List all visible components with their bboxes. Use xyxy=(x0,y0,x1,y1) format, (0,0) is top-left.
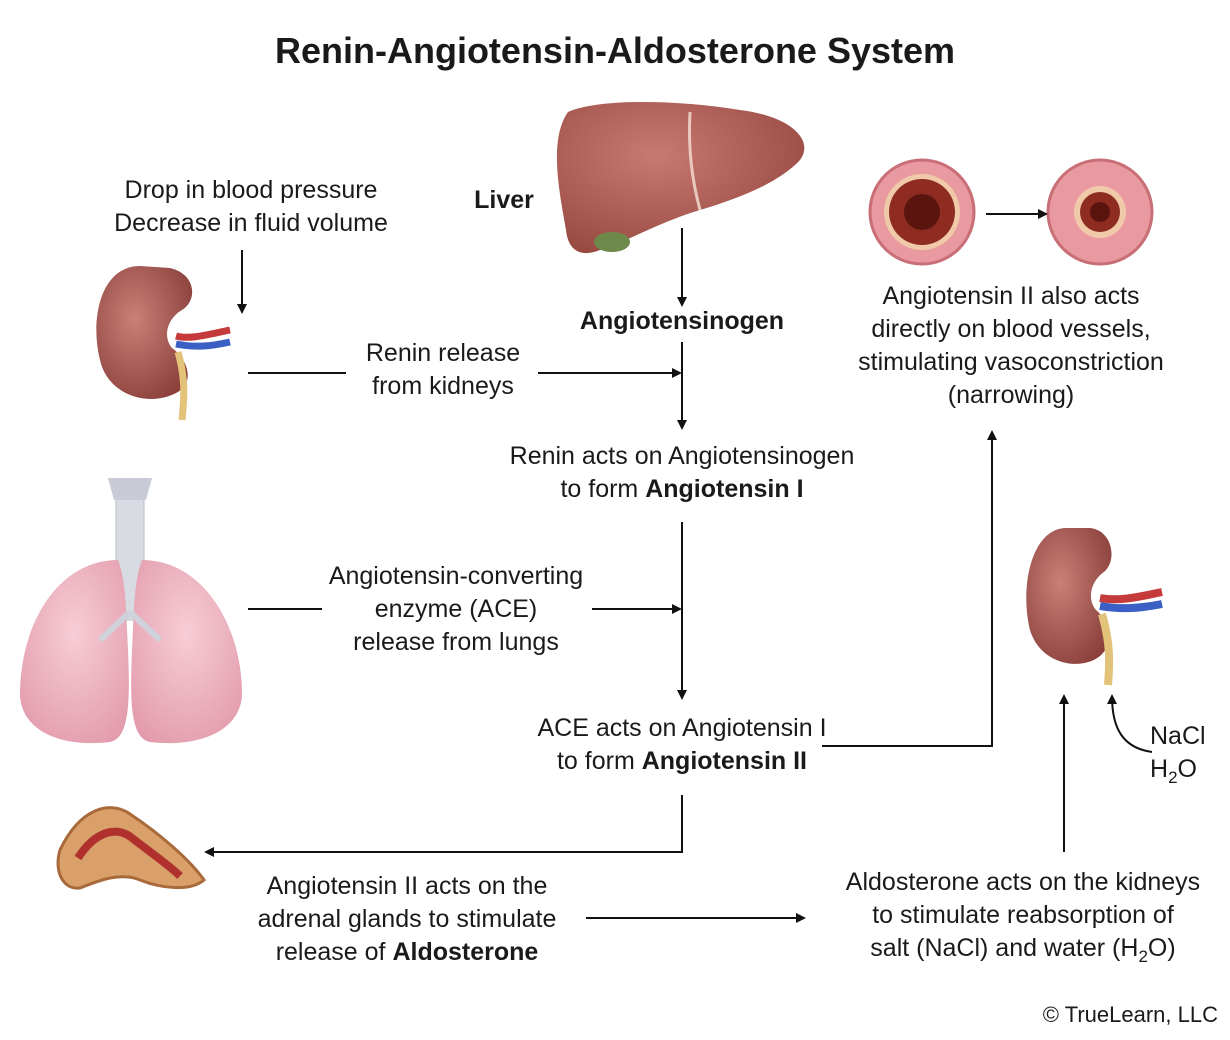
renin-acts-label: Renin acts on Angiotensinogen to form An… xyxy=(509,442,855,503)
aldosterone-label: Aldosterone acts on the kidneys to stimu… xyxy=(845,868,1201,966)
kidney-icon xyxy=(96,266,231,421)
angiotensinogen-label: Angiotensinogen xyxy=(579,307,785,335)
liver-label: Liver xyxy=(474,186,534,214)
nacl-h2o-label: NaCl H2O xyxy=(1150,722,1206,787)
ace-acts-label: ACE acts on Angiotensin I to form Angiot… xyxy=(537,714,827,775)
liver-icon xyxy=(556,102,805,254)
trigger-label: Drop in blood pressure Decrease in fluid… xyxy=(114,176,388,237)
adrenal-gland-icon xyxy=(56,806,207,890)
renin-release-label: Renin release from kidneys xyxy=(365,339,521,400)
adrenal-label: Angiotensin II acts on the adrenal gland… xyxy=(257,872,557,966)
kidney-icon xyxy=(1026,528,1163,686)
arrow-nacl-h2o-to-kidney xyxy=(1107,694,1153,753)
copyright-notice: © TrueLearn, LLC xyxy=(1042,1002,1218,1027)
vasoconstriction-label: Angiotensin II also acts directly on blo… xyxy=(858,282,1164,409)
lungs-icon xyxy=(19,478,243,744)
arrow-to-adrenal xyxy=(204,795,683,857)
blood-vessel-icon xyxy=(868,158,976,266)
blood-vessel-icon xyxy=(1046,158,1154,266)
ace-release-label: Angiotensin-converting enzyme (ACE) rele… xyxy=(328,562,584,656)
arrow-to-vasoconstriction xyxy=(822,430,997,747)
page-title: Renin-Angiotensin-Aldosterone System xyxy=(274,30,956,71)
